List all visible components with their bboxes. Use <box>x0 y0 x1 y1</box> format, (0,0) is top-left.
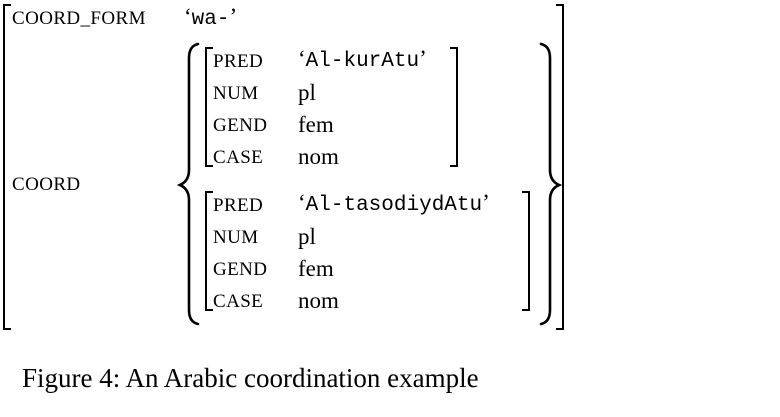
conjunct-2-right-bracket <box>522 191 530 311</box>
feature-attribute: NUM <box>213 227 259 248</box>
pred-value: ‘Al-tasodiydAtu’ <box>298 190 490 217</box>
right-set-brace <box>539 42 563 326</box>
figure-caption: Figure 4: An Arabic coordination example <box>22 363 479 393</box>
outer-right-bracket <box>556 4 564 330</box>
feature-value: fem <box>298 112 334 137</box>
feature-attribute: PRED <box>213 51 264 72</box>
conjunct-2-left-bracket <box>205 191 213 311</box>
left-set-brace <box>176 42 200 326</box>
feature-attribute: GEND <box>213 115 268 136</box>
feature-value: pl <box>298 80 316 105</box>
pred-value: ‘Al-kurAtu’ <box>298 46 427 73</box>
feature-attribute: PRED <box>213 195 264 216</box>
feature-attribute: CASE <box>213 291 264 312</box>
feature-value: pl <box>298 224 316 249</box>
coord-attribute: COORD <box>12 174 81 195</box>
conjunct-1-left-bracket <box>205 47 213 167</box>
feature-value: nom <box>298 144 339 169</box>
outer-left-bracket <box>3 4 11 330</box>
feature-value: fem <box>298 256 334 281</box>
feature-value: nom <box>298 288 339 313</box>
conjunct-1-right-bracket <box>450 47 458 167</box>
coord-form-value: ‘wa-’ <box>184 4 238 31</box>
feature-attribute: CASE <box>213 147 264 168</box>
feature-attribute: NUM <box>213 83 259 104</box>
feature-attribute: GEND <box>213 259 268 280</box>
coord-form-attribute: COORD_FORM <box>12 8 146 29</box>
